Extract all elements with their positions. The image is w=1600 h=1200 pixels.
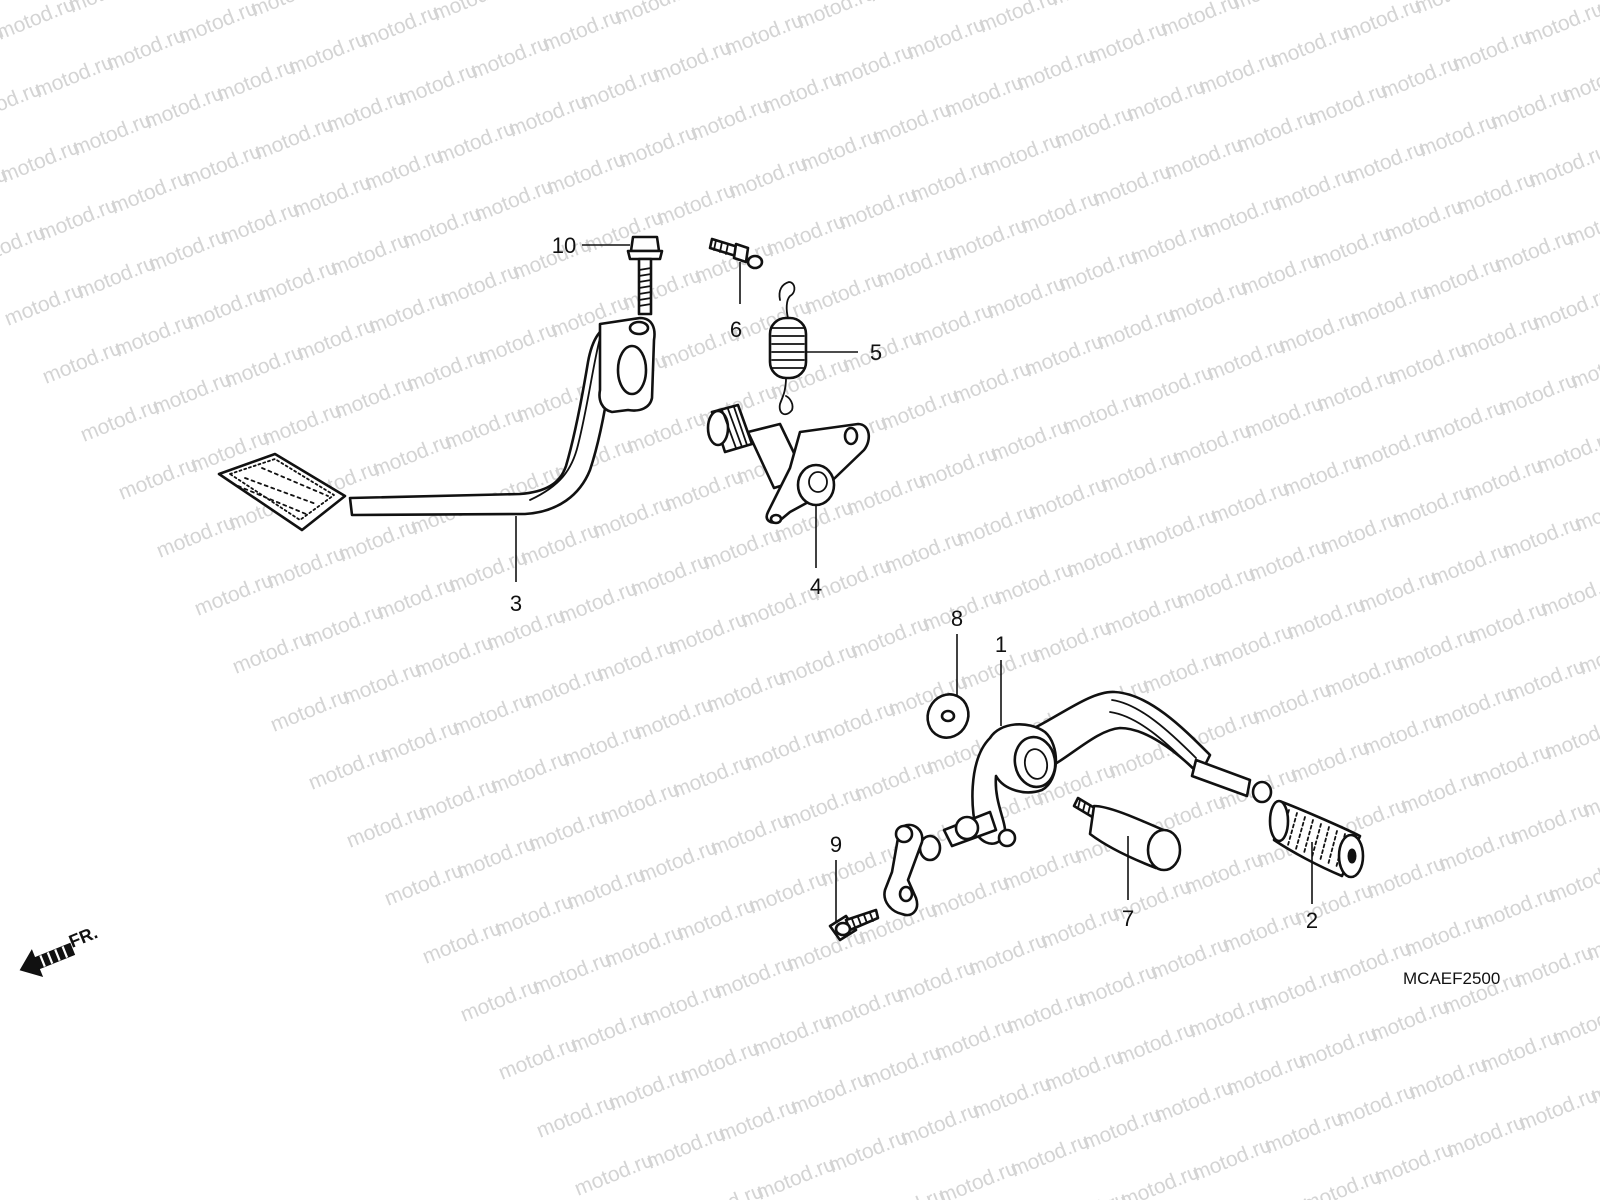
gearshift-pedal[interactable] <box>883 690 1273 917</box>
callout-5: 5 <box>870 340 882 365</box>
callout-9: 9 <box>830 832 842 857</box>
callout-4: 4 <box>810 574 822 599</box>
leader-lines <box>515 244 1313 922</box>
pedal-shaft-arm[interactable] <box>706 403 871 525</box>
callout-3: 3 <box>510 591 522 616</box>
flange-bolt-upper[interactable] <box>626 235 664 316</box>
front-label: FR. <box>66 922 100 951</box>
flange-bolt-lower[interactable] <box>828 908 880 942</box>
brake-pedal[interactable] <box>217 316 656 532</box>
callout-2: 2 <box>1306 908 1318 933</box>
callout-labels: 10 6 5 3 4 8 1 9 7 2 <box>510 233 1318 933</box>
callout-10: 10 <box>552 233 576 258</box>
callout-7: 7 <box>1122 906 1134 931</box>
callout-8: 8 <box>951 606 963 631</box>
pedal-rubber[interactable] <box>1268 799 1365 879</box>
return-spring[interactable] <box>768 281 808 416</box>
pivot-pin[interactable] <box>1072 796 1182 872</box>
callout-1: 1 <box>995 632 1007 657</box>
small-bolt[interactable] <box>708 237 764 270</box>
callout-6: 6 <box>730 317 742 342</box>
arrow-left-down-icon <box>19 942 76 977</box>
washer[interactable] <box>921 688 976 745</box>
diagram-code: MCAEF2500 <box>1403 969 1500 988</box>
front-direction-indicator: FR. <box>19 922 100 977</box>
